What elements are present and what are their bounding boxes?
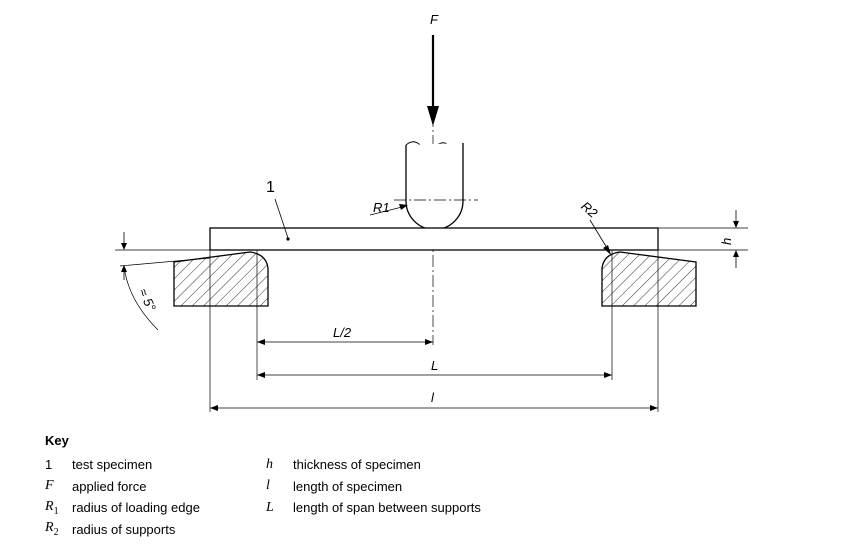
span-label: L [431, 358, 438, 373]
angle-dimension [115, 232, 211, 331]
key-legend: Key 1 test specimen F applied force R1 r… [45, 433, 481, 540]
key-symbol: l [266, 478, 270, 494]
key-symbol: R2 [45, 520, 59, 539]
key-item-1: 1 test specimen [45, 454, 266, 476]
key-item-r2: R2 radius of supports [45, 519, 266, 541]
key-description: radius of supports [72, 521, 176, 537]
right-support [601, 251, 697, 307]
key-description: applied force [72, 478, 147, 494]
key-item-f: F applied force [45, 476, 266, 498]
key-symbol: F [45, 478, 54, 494]
length-dimension [210, 405, 658, 411]
item-1-leader-dot [286, 237, 290, 241]
span-dimension [257, 372, 612, 378]
half-span-dimension [257, 339, 433, 345]
thickness-dimension [658, 210, 748, 268]
key-description: test specimen [72, 457, 153, 473]
key-symbol: 1 [45, 457, 53, 473]
key-item-l: l length of specimen [266, 476, 481, 498]
key-item-span: L length of span between supports [266, 497, 481, 519]
r2-label: R2 [578, 198, 601, 221]
key-symbol: L [266, 499, 274, 515]
thickness-label: h [719, 238, 734, 245]
key-column-left: 1 test specimen F applied force R1 radiu… [45, 454, 266, 540]
key-description: length of span between supports [293, 500, 481, 516]
three-point-bending-diagram: F 1 R1 R2 ≈ 5° [115, 12, 748, 412]
left-support [173, 251, 269, 307]
item-1-label: 1 [266, 179, 275, 196]
key-symbol: h [266, 456, 273, 472]
item-1-leader [274, 198, 289, 239]
key-item-h: h thickness of specimen [266, 454, 481, 476]
key-description: radius of loading edge [72, 500, 200, 516]
key-symbol: R1 [45, 498, 59, 517]
test-specimen [209, 227, 659, 251]
angle-label: ≈ 5° [136, 286, 159, 313]
key-item-r1: R1 radius of loading edge [45, 497, 266, 519]
r1-leader [369, 204, 408, 216]
force-label: F [430, 12, 439, 27]
length-label: l [431, 390, 435, 405]
force-arrow [427, 35, 439, 126]
loading-edge [394, 141, 478, 231]
key-description: thickness of specimen [293, 457, 421, 473]
half-span-label: L/2 [333, 325, 352, 340]
r2-leader [589, 219, 611, 255]
key-description: length of specimen [293, 478, 403, 494]
key-column-right: h thickness of specimen l length of spec… [266, 454, 481, 540]
r1-label: R1 [373, 200, 390, 215]
key-title: Key [45, 433, 69, 448]
